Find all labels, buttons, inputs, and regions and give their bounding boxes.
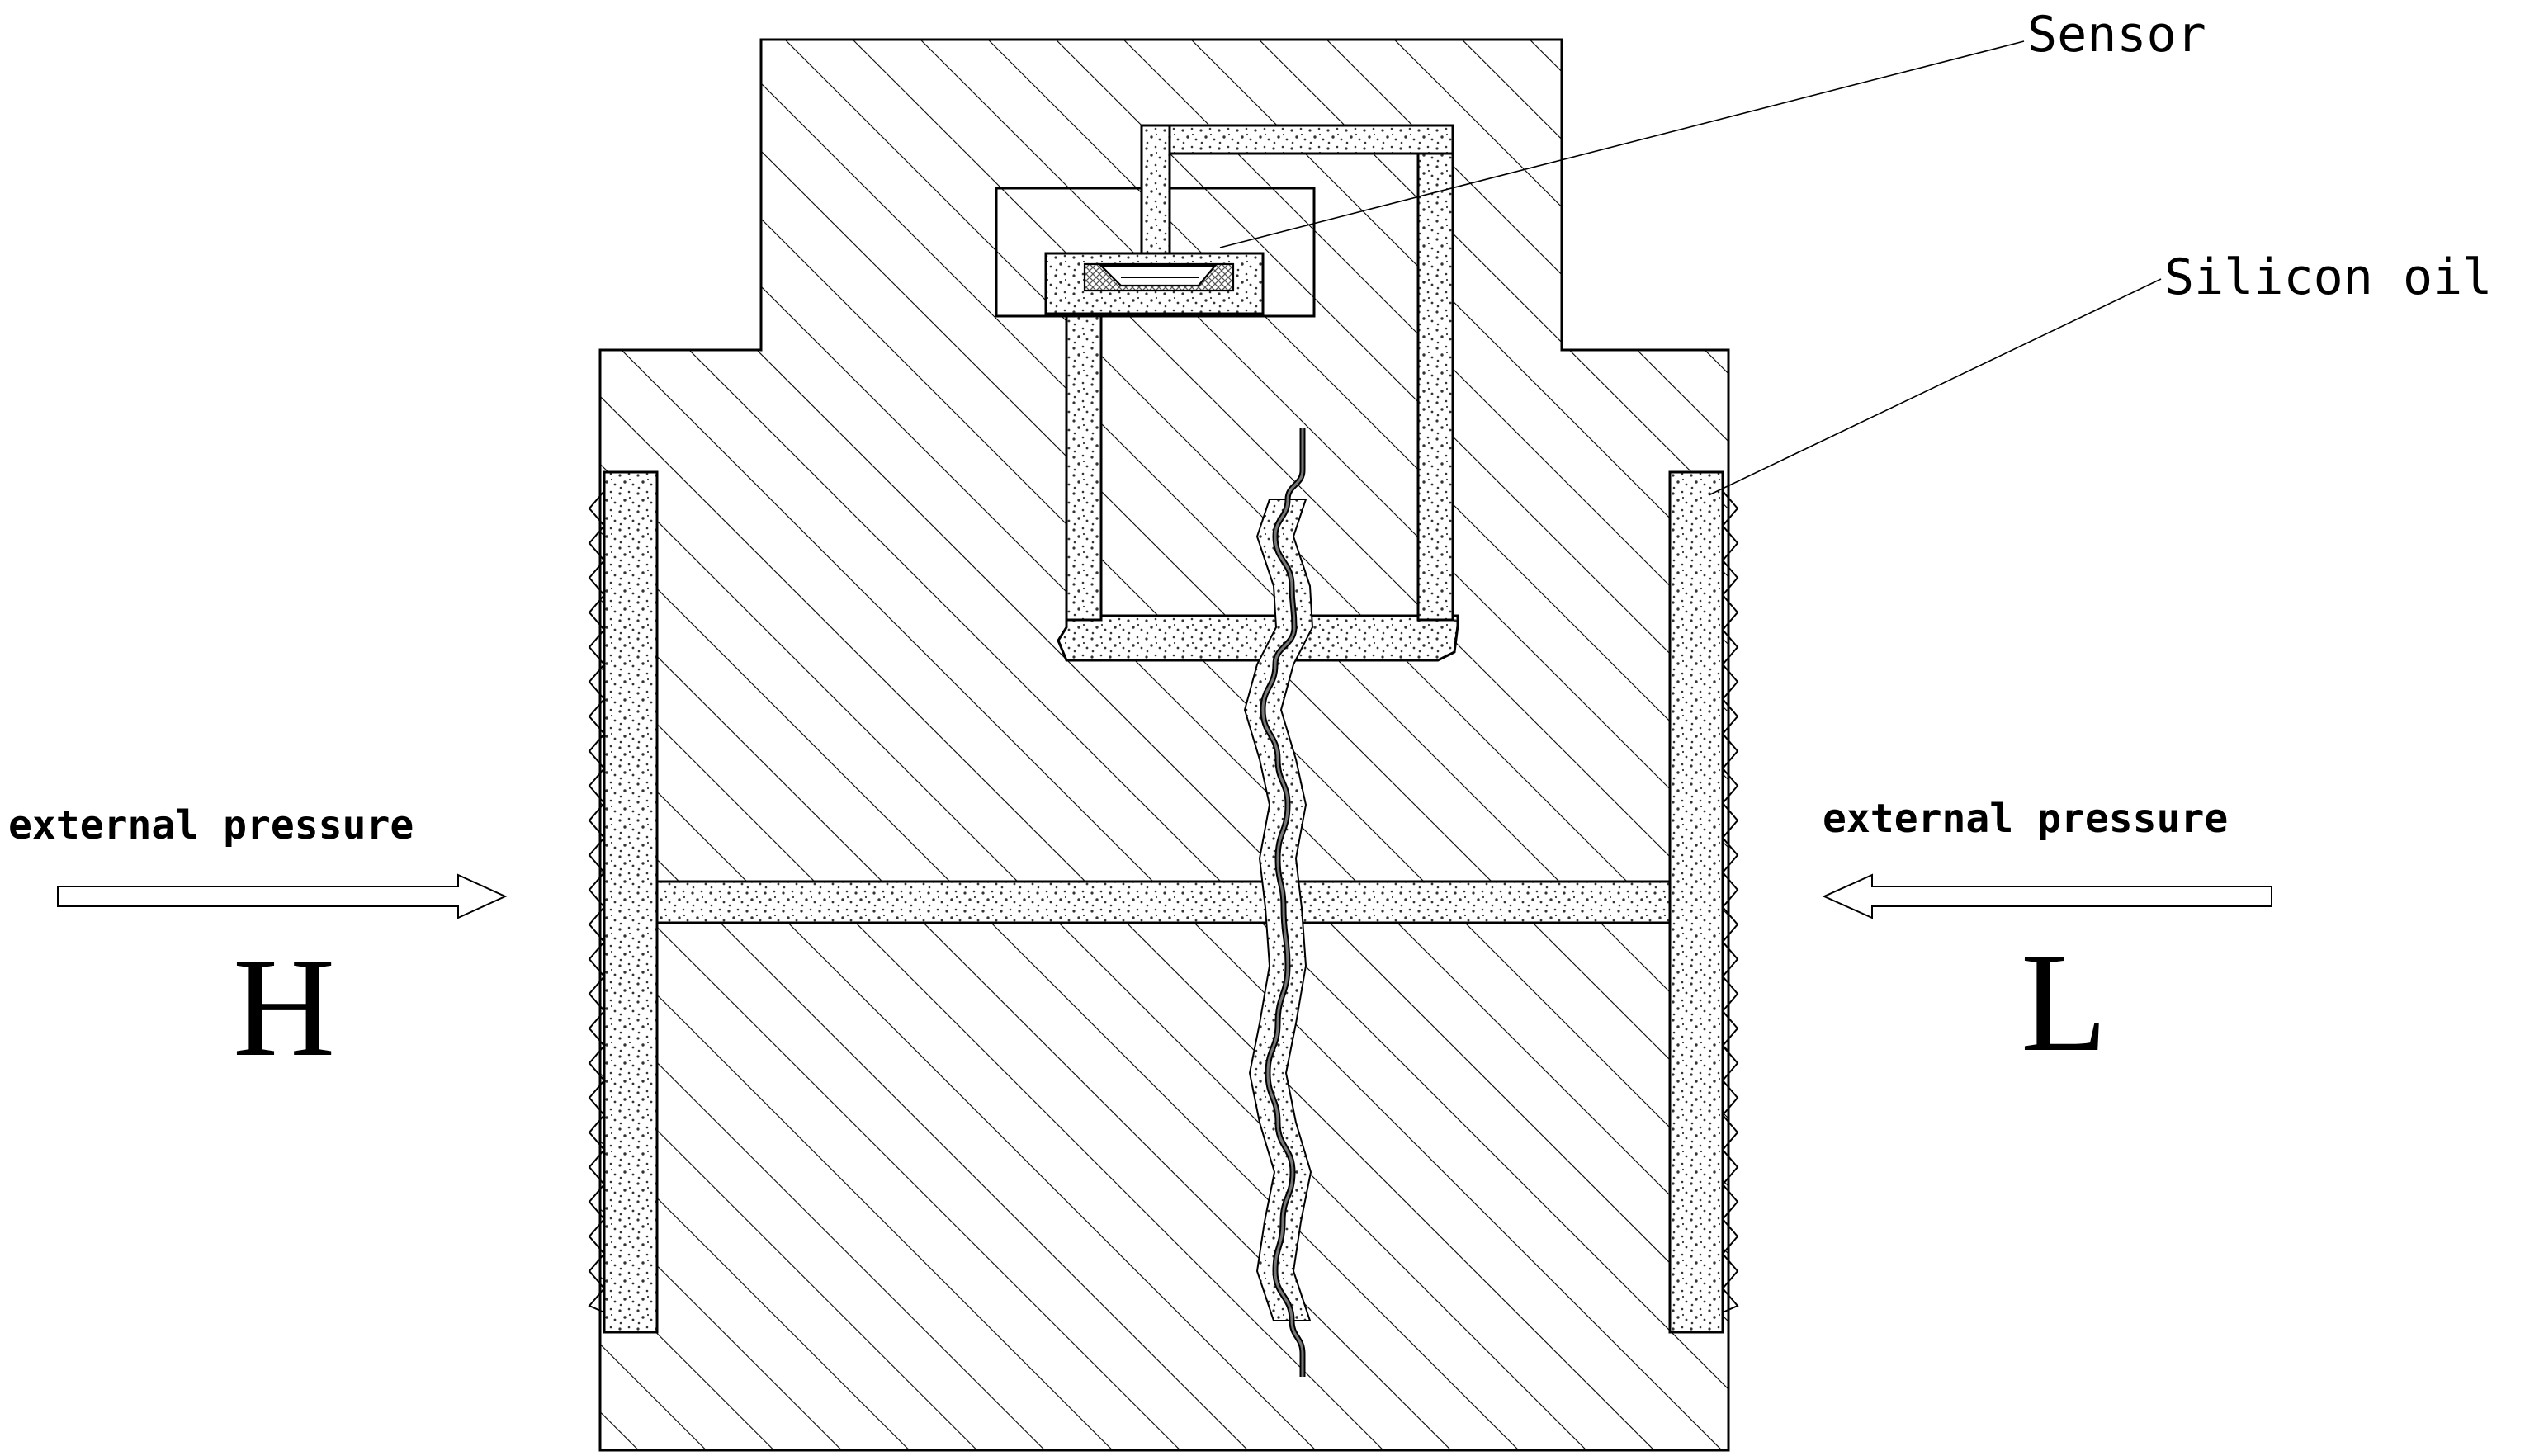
silicon-oil-label: Silicon oil	[2164, 248, 2492, 306]
lower-oil-chamber	[1057, 614, 1459, 662]
thread-serrations	[588, 490, 1739, 1313]
low-pressure-side-label: L	[2021, 924, 2107, 1081]
sensor-oil-stem	[1140, 124, 1171, 258]
h-side-arrow	[57, 873, 508, 919]
sensor-element	[1083, 262, 1235, 292]
diaphragm-core-inner	[1261, 427, 1304, 1377]
external-pressure-label-right: external pressure	[1823, 796, 2228, 842]
top-oil-tube	[1140, 124, 1454, 155]
horizontal-oil-channel	[655, 880, 1672, 924]
silicon-oil-channels	[603, 124, 1724, 1334]
right-thread-edge	[1721, 490, 1739, 1313]
left-thread-edge	[588, 490, 606, 1313]
right-oil-tube	[1416, 124, 1454, 622]
l-side-arrow	[1822, 873, 2272, 919]
silicon-oil-leader-line	[1708, 278, 2162, 496]
sensor-label: Sensor	[2027, 6, 2206, 64]
sensor-leader-line	[1219, 40, 2025, 248]
isolation-diaphragm	[1243, 427, 1314, 1377]
right-oil-cavity	[1668, 470, 1724, 1334]
high-pressure-side-label: H	[233, 929, 335, 1086]
external-pressure-label-left: external pressure	[8, 802, 414, 849]
left-oil-tube	[1065, 314, 1103, 622]
left-oil-cavity	[603, 470, 659, 1334]
body-outline	[598, 38, 1730, 1452]
